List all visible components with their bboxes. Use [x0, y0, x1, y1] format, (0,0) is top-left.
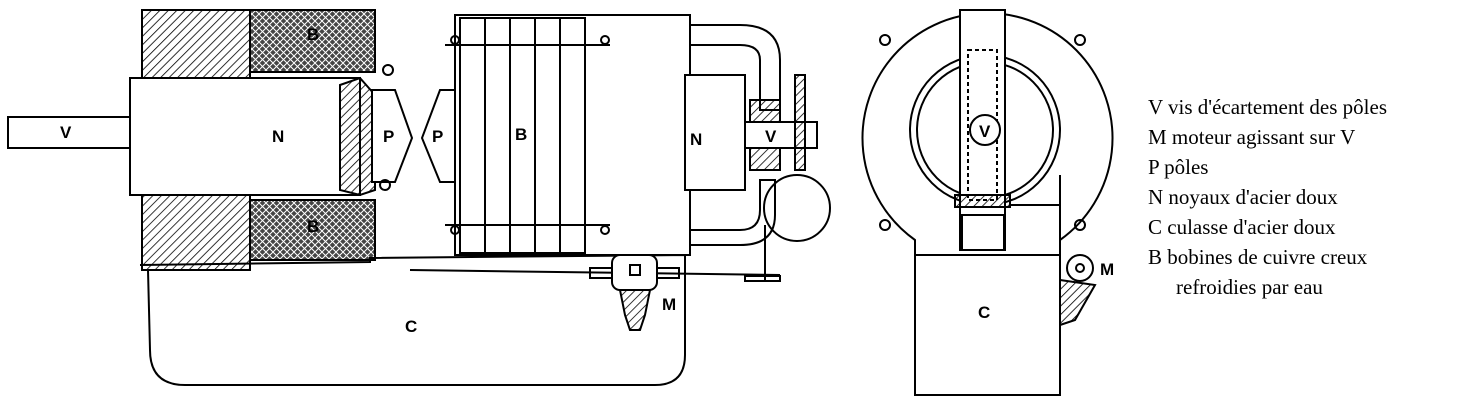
bracket-bottom: [690, 179, 776, 246]
label-pole-left: P: [383, 127, 394, 146]
core-right: [684, 74, 746, 191]
coil-bottom: [249, 199, 376, 261]
yoke-bottom-hatch: [141, 194, 251, 271]
yoke-top-hatch: [141, 9, 251, 79]
drive-rod: [409, 269, 781, 276]
end-motor: [1066, 254, 1094, 282]
core-left: [129, 77, 361, 196]
yoke-base: [139, 253, 686, 386]
gear-plate: [794, 74, 806, 171]
end-view: [861, 9, 1114, 396]
label-coil-top: B: [307, 25, 319, 44]
side-view: [7, 9, 831, 386]
coil-stack: [445, 17, 610, 254]
label-core-left: N: [272, 127, 284, 146]
screw-nut-bottom: [749, 147, 781, 171]
frame-body: [454, 14, 691, 256]
label-core-right: N: [690, 130, 702, 149]
label-motor-end: M: [1100, 260, 1114, 279]
legend-item: C culasse d'acier doux: [1148, 215, 1336, 239]
label-yoke-side: C: [405, 317, 417, 336]
label-yoke-end: C: [978, 303, 990, 322]
pole-left: [371, 89, 414, 183]
label-shaft-left: V: [60, 123, 72, 142]
motor-side: [589, 254, 680, 331]
label-motor-side: M: [662, 295, 676, 314]
label-coil-stack: B: [515, 125, 527, 144]
label-coil-bottom: B: [307, 217, 319, 236]
legend: V vis d'écartement des pôles M moteur ag…: [1148, 92, 1387, 302]
pole-piece-hatch: [339, 76, 376, 197]
label-screw-right: V: [765, 127, 777, 146]
coil-top: [249, 9, 376, 73]
end-screw: [969, 114, 1001, 146]
legend-item-continuation: refroidies par eau: [1176, 275, 1323, 299]
label-screw-end: V: [979, 122, 991, 141]
legend-item: V vis d'écartement des pôles: [1148, 95, 1387, 119]
legend-item: P pôles: [1148, 155, 1209, 179]
drive-wheel: [763, 174, 831, 242]
label-pole-right: P: [432, 127, 443, 146]
screw-nut-top: [749, 99, 781, 123]
screw-right: [744, 121, 818, 149]
legend-item: N noyaux d'acier doux: [1148, 185, 1338, 209]
legend-item: M moteur agissant sur V: [1148, 125, 1356, 149]
end-yoke: [914, 254, 1061, 396]
legend-item: B bobines de cuivre creux: [1148, 245, 1368, 269]
